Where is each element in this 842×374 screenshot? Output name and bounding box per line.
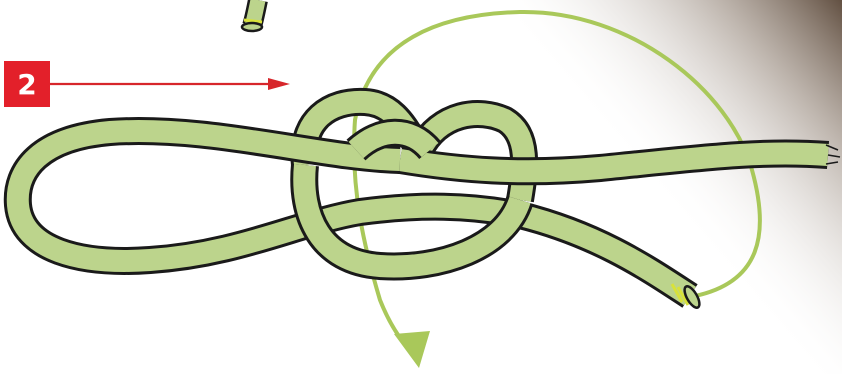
step-number: 2 [4, 61, 50, 107]
background-shade [520, 0, 842, 374]
